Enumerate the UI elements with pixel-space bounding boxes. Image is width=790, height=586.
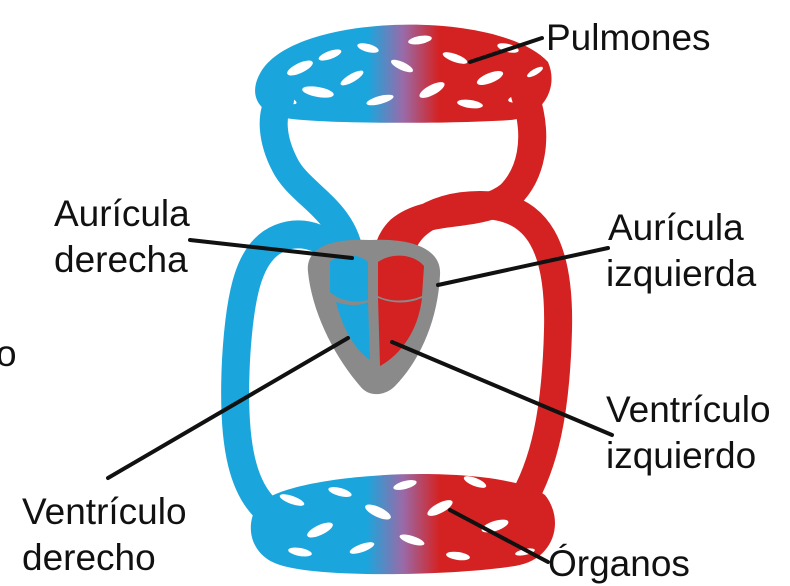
leader-auricula-izquierda — [438, 248, 608, 285]
label-organos: Órganos — [548, 543, 690, 584]
label-ventriculo-izquierdo-line2: izquierdo — [606, 435, 756, 476]
heart — [308, 240, 440, 394]
right-atrium — [330, 255, 368, 301]
label-ventriculo-izquierdo-line1: Ventrículo — [606, 389, 771, 430]
organs-capillary-bed — [251, 474, 555, 574]
left-atrium — [378, 256, 424, 301]
label-pulmones: Pulmones — [546, 17, 711, 58]
label-ventriculo-derecho-line1: Ventrículo — [22, 491, 187, 532]
label-auricula-izquierda-line1: Aurícula — [608, 207, 744, 248]
label-auricula-izquierda-line2: izquierda — [606, 253, 757, 294]
label-auricula-derecha-line2: derecha — [54, 239, 188, 280]
label-cut-off-left: o — [0, 333, 17, 374]
label-auricula-derecha-line1: Aurícula — [54, 193, 190, 234]
label-ventriculo-derecho-line2: derecho — [22, 537, 156, 578]
lungs-capillary-bed — [255, 25, 551, 123]
leader-ventriculo-izquierdo — [392, 342, 612, 435]
